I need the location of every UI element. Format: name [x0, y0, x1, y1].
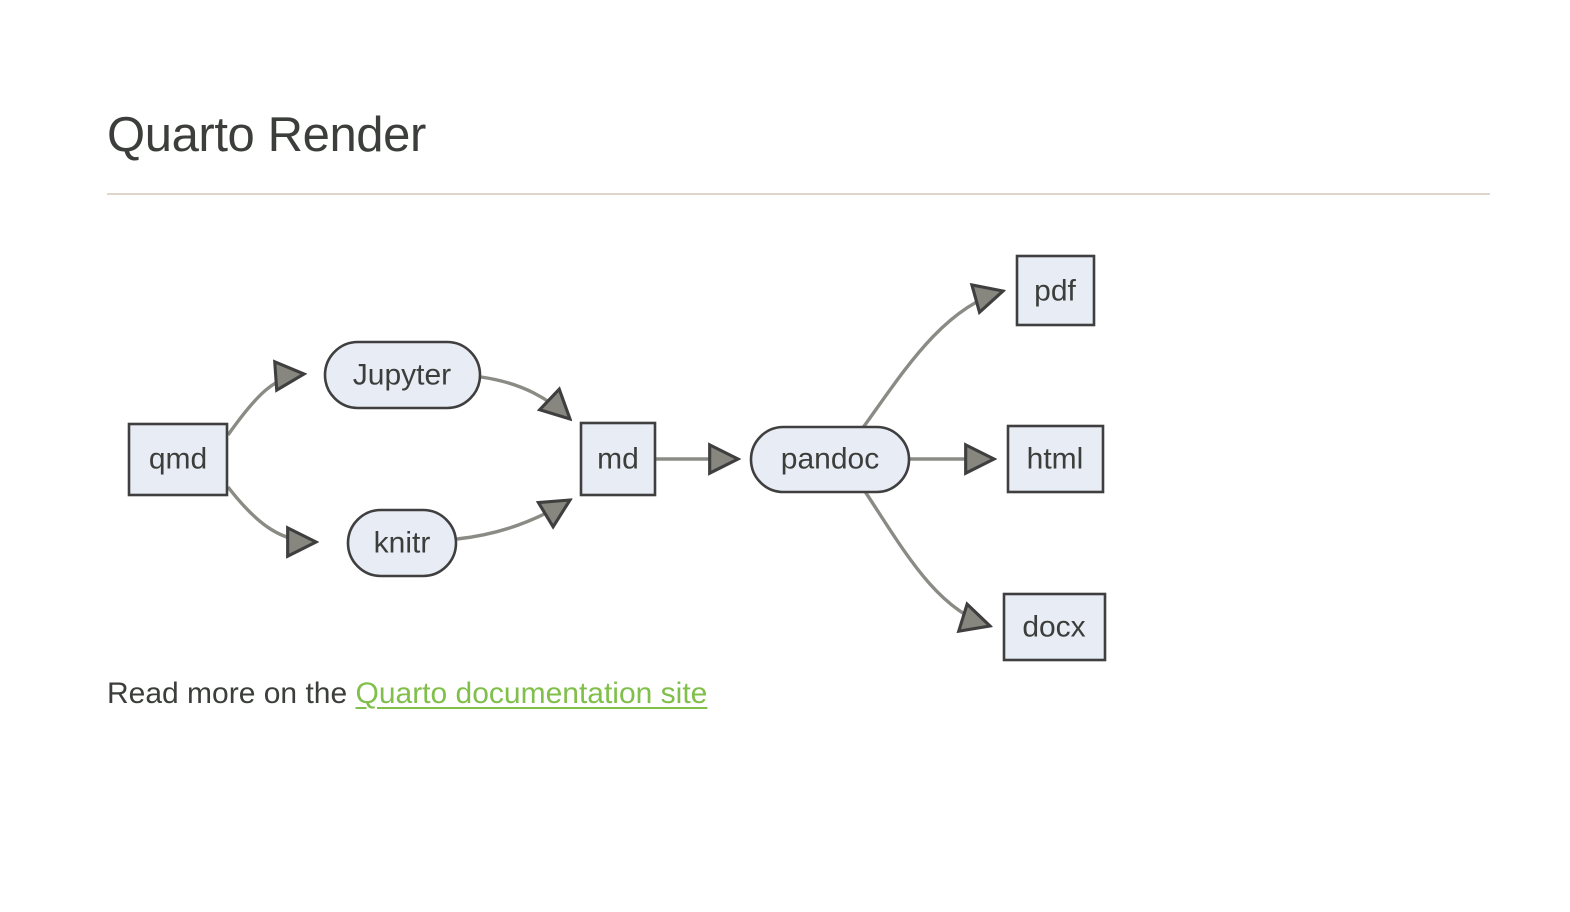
node-knitr[interactable]: knitr [346, 508, 458, 578]
node-md[interactable]: md [579, 421, 657, 497]
edge-pandoc-docx [862, 488, 990, 626]
read-more-lead-text: Read more on the [107, 676, 356, 710]
edge-knitr-md [456, 500, 570, 541]
node-docx[interactable]: docx [1002, 592, 1107, 662]
edge-qmd-knitr [226, 485, 316, 542]
content-column: Quarto Render [107, 0, 1490, 713]
edge-qmd-jupyter [226, 374, 304, 436]
node-knitr-shape[interactable] [346, 508, 458, 578]
node-html-label: html [1027, 442, 1084, 475]
node-jupyter[interactable]: Jupyter [323, 340, 482, 410]
edge-pandoc-pdf [860, 291, 1003, 430]
node-docx-label: docx [1022, 610, 1085, 643]
node-docx-shape[interactable] [1002, 592, 1107, 662]
node-md-shape[interactable] [579, 421, 657, 497]
title-divider [107, 192, 1490, 195]
node-html-shape[interactable] [1006, 424, 1105, 494]
node-pdf-label: pdf [1034, 274, 1076, 307]
read-more-paragraph: Read more on the Quarto documentation si… [107, 668, 1490, 713]
flowchart-svg: qmd Jupyter knitr md [127, 254, 1107, 662]
quarto-render-flowchart: qmd Jupyter knitr md [107, 228, 1167, 668]
node-knitr-label: knitr [374, 526, 431, 559]
node-jupyter-shape[interactable] [323, 340, 482, 410]
node-html[interactable]: html [1006, 424, 1105, 494]
node-pdf[interactable]: pdf [1015, 254, 1096, 327]
page-title: Quarto Render [107, 108, 426, 162]
node-pandoc-label: pandoc [781, 442, 879, 475]
node-md-label: md [597, 442, 639, 475]
node-pandoc[interactable]: pandoc [749, 425, 911, 494]
node-jupyter-label: Jupyter [353, 358, 451, 391]
edge-jupyter-md [480, 375, 570, 419]
node-qmd-label: qmd [149, 442, 207, 475]
node-pandoc-shape[interactable] [749, 425, 911, 494]
edge-layer [226, 291, 1003, 626]
node-qmd-shape[interactable] [127, 422, 229, 497]
quarto-documentation-link[interactable]: Quarto documentation site [355, 676, 708, 710]
node-pdf-shape[interactable] [1015, 254, 1096, 327]
node-layer: qmd Jupyter knitr md [127, 254, 1107, 662]
node-qmd[interactable]: qmd [127, 422, 229, 497]
